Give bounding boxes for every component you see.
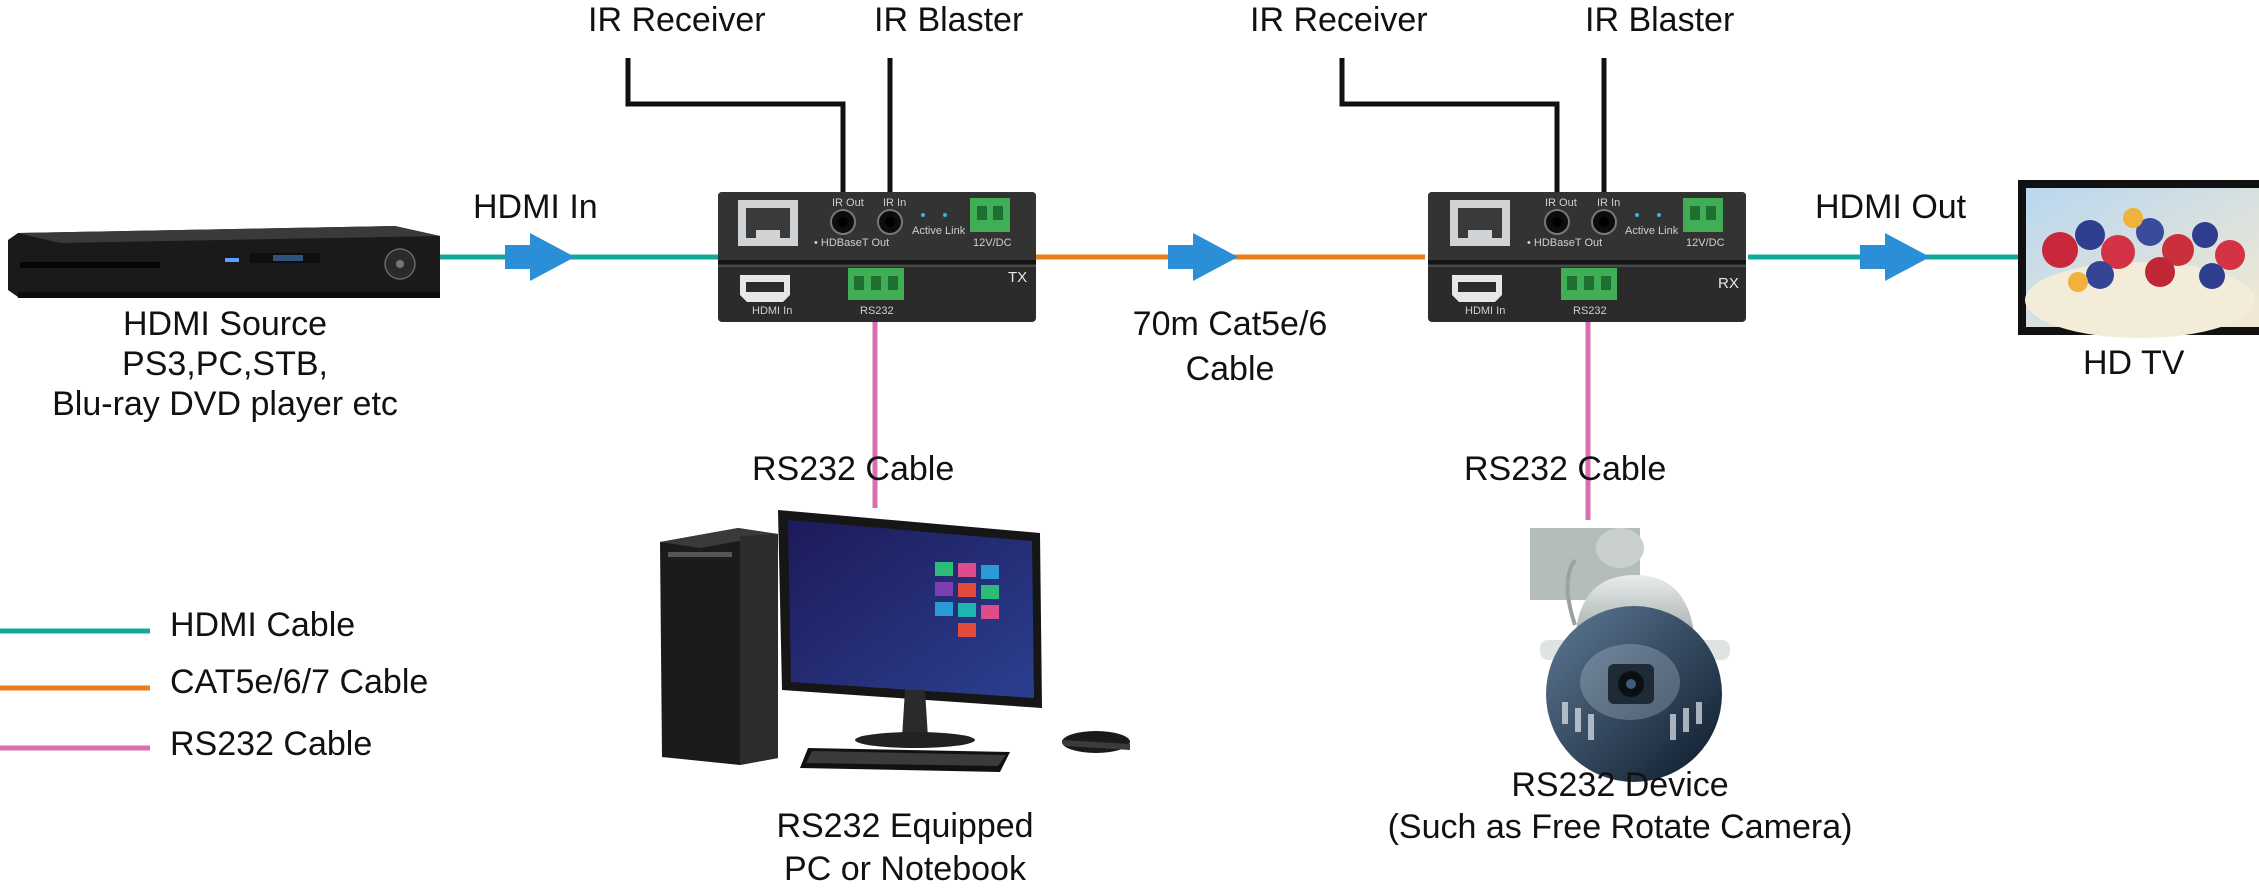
tx-ir-out-label: IR Out — [832, 197, 864, 209]
ir-wires — [625, 58, 1607, 200]
tx-rs232-port-label: RS232 — [860, 305, 894, 317]
tx-hdbaset-label: • HDBaseT Out — [814, 237, 889, 249]
tx-power-label: 12V/DC — [973, 237, 1012, 249]
cat-cable-caption: 70m Cat5e/6 Cable — [1080, 304, 1380, 389]
legend-label-cat: CAT5e/6/7 Cable — [170, 663, 429, 701]
hdmi-source-caption: HDMI Source PS3,PC,STB, Blu-ray DVD play… — [10, 304, 440, 424]
rx-hdbaset-label: • HDBaseT Out — [1527, 237, 1602, 249]
rx-extender: IR Out IR In • HDBaseT Out Active Link 1… — [1428, 192, 1746, 322]
rs232-device-line1: RS232 Device — [1511, 766, 1729, 804]
arrow-cat-cable — [1168, 233, 1238, 281]
ir-receiver-wire-rx — [1339, 58, 1560, 200]
rx-ir-in-label: IR In — [1597, 197, 1620, 209]
camera-image — [1530, 528, 1730, 782]
tx-ir-in-label: IR In — [883, 197, 906, 209]
pc-line2: PC or Notebook — [784, 850, 1026, 888]
flow-arrows — [505, 233, 1930, 281]
hdmi-source-line1: HDMI Source — [122, 305, 328, 343]
ir-receiver-label-rx: IR Receiver — [1250, 1, 1428, 39]
cat-cable-line2: Cable — [1185, 350, 1275, 388]
hdmi-source-line2: PS3,PC,STB, — [122, 345, 328, 383]
hdtv-image — [2018, 180, 2259, 338]
pc-line1: RS232 Equipped — [776, 807, 1034, 845]
arrow-hdmi-out — [1860, 233, 1930, 281]
rs232-cable-label-tx: RS232 Cable — [752, 450, 955, 488]
ir-receiver-label-tx: IR Receiver — [588, 1, 766, 39]
tx-active-link-label: Active Link — [912, 225, 966, 237]
rx-active-link-label: Active Link — [1625, 225, 1679, 237]
legend-label-hdmi: HDMI Cable — [170, 606, 356, 644]
arrow-hdmi-in — [505, 233, 575, 281]
rs232-device-line2: (Such as Free Rotate Camera) — [1387, 808, 1853, 846]
ir-blaster-label-rx: IR Blaster — [1585, 1, 1735, 39]
tx-hdmi-port-label: HDMI In — [752, 305, 792, 317]
rs232-cable-label-rx: RS232 Cable — [1464, 450, 1667, 488]
hdmi-source-line3: Blu-ray DVD player etc — [52, 385, 398, 423]
rx-hdmi-port-label: HDMI In — [1465, 305, 1505, 317]
rx-rs232-port-label: RS232 — [1573, 305, 1607, 317]
ir-receiver-wire-tx — [625, 58, 846, 200]
legend-label-rs232: RS232 Cable — [170, 725, 373, 763]
hdmi-out-label: HDMI Out — [1815, 188, 1967, 226]
tx-extender: IR Out IR In • HDBaseT Out Active Link 1… — [718, 192, 1036, 322]
cat-cable-line1: 70m Cat5e/6 — [1132, 305, 1328, 343]
ir-blaster-label-tx: IR Blaster — [874, 1, 1024, 39]
hdmi-in-label: HDMI In — [473, 188, 598, 226]
hdtv-label: HD TV — [2083, 344, 2185, 382]
rx-power-label: 12V/DC — [1686, 237, 1725, 249]
desktop-pc-image — [660, 510, 1130, 772]
pc-caption: RS232 Equipped PC or Notebook — [715, 805, 1095, 891]
bluray-player-image — [8, 226, 440, 298]
tx-badge: TX — [1008, 269, 1027, 286]
rx-ir-out-label: IR Out — [1545, 197, 1577, 209]
rx-badge: RX — [1718, 275, 1739, 292]
legend — [0, 628, 150, 751]
rs232-device-caption: RS232 Device (Such as Free Rotate Camera… — [1340, 764, 1900, 848]
